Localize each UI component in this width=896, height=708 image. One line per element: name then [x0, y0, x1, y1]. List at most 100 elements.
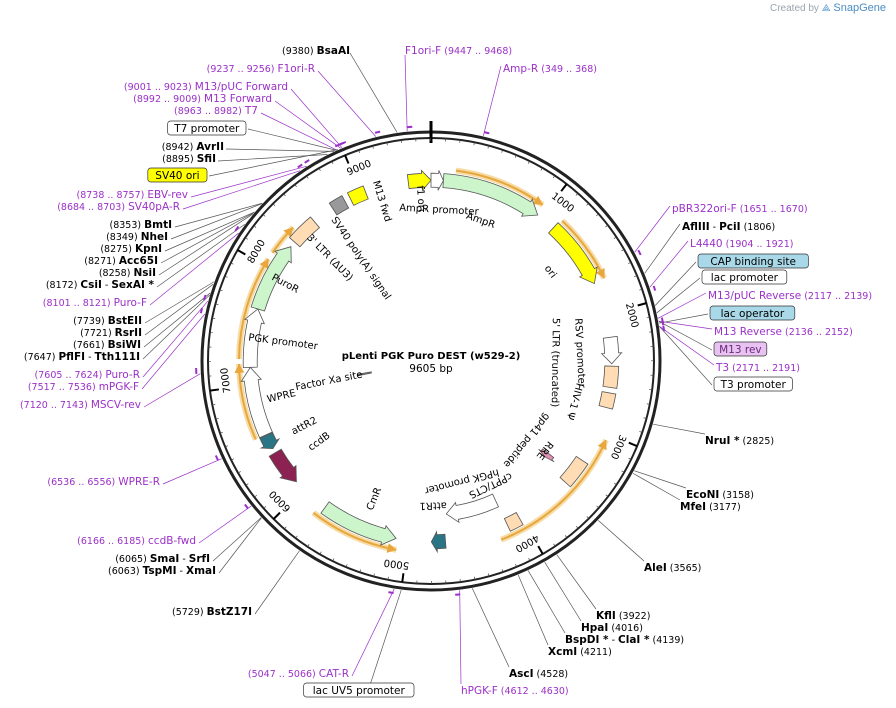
primer-name: mPGK-F: [99, 381, 139, 393]
snapgene-logo-icon: ⟁: [821, 3, 831, 14]
leader-34: [517, 574, 549, 646]
enzyme-name: XcmI: [548, 646, 577, 658]
coordinate: (3158): [719, 490, 754, 501]
box-46: [709, 305, 796, 321]
box-label-48: lac promoter: [711, 272, 779, 284]
label-leaders: [141, 52, 715, 686]
coordinate: (4016): [608, 623, 643, 634]
primer-label-1: (9237 .. 9256) F1ori-R: [207, 63, 315, 75]
coordinate: (7517 .. 7536): [28, 382, 99, 393]
box-42: [713, 376, 793, 392]
leader-17: [149, 232, 239, 306]
primer-label-22: (7605 .. 7624) Puro-R: [35, 369, 140, 381]
primer-label-52: pBR322ori-F (1651 .. 1670): [672, 203, 808, 215]
enzyme-name: AflIII: [682, 221, 710, 233]
leader-12: [170, 203, 262, 240]
primer-mark-8: [388, 591, 394, 594]
site-label-15: (8258) NsiI: [99, 267, 156, 279]
minor-tick: [605, 224, 609, 228]
coordinate: (8271): [84, 256, 119, 267]
coordinate: (3922): [616, 611, 651, 622]
coordinate: -: [609, 635, 618, 646]
enzyme-name: SexAI *: [111, 279, 154, 291]
minor-tick: [224, 275, 228, 278]
leader-2: [290, 88, 343, 149]
coordinate: (2171 .. 2191): [729, 363, 800, 374]
leader-45: [658, 320, 713, 330]
leader-19: [144, 284, 214, 336]
feature-ampr: [442, 173, 539, 217]
primer-mark-7: [662, 325, 666, 332]
primer-name: SV40pA-R: [128, 201, 180, 213]
plasmid-name: pLenti PGK Puro DEST (w529-2): [342, 351, 521, 362]
minor-tick: [284, 526, 287, 530]
minor-tick: [501, 149, 503, 153]
coordinate: (8942): [162, 142, 197, 153]
minor-tick: [262, 214, 266, 217]
minor-tick: [387, 576, 389, 580]
primer-mark-9: [455, 593, 461, 596]
primer-label-32: hPGK-F (4612 .. 4630): [461, 685, 569, 697]
leader-37: [556, 554, 597, 610]
coordinate: -: [710, 222, 719, 233]
coordinate: (8349): [106, 232, 141, 243]
orf-arrow-4: [234, 363, 245, 374]
tick-label-6000: 6000: [267, 488, 293, 514]
enzyme-name: NruI *: [705, 435, 740, 447]
coordinate: (8101 .. 8121): [43, 298, 114, 309]
primer-label-17: (8101 .. 8121) Puro-F: [43, 297, 147, 309]
box-label-46: lac operator: [721, 308, 785, 320]
coordinate: (8353): [110, 220, 145, 231]
feature-label-factorxa: Factor Xa site: [295, 369, 364, 393]
coordinate: -: [177, 566, 186, 577]
primer-mark-11: [214, 455, 220, 461]
leader-18: [144, 281, 215, 324]
leader-5: [247, 128, 337, 151]
coordinate: (7120 .. 7143): [20, 400, 91, 411]
minor-tick: [319, 551, 322, 555]
enzyme-name: PciI: [719, 221, 740, 233]
minor-tick: [212, 317, 216, 319]
tick-2000: [637, 302, 647, 307]
leader-51: [644, 223, 681, 274]
leader-13: [164, 211, 255, 252]
feature-label-attr1: attR1: [419, 499, 446, 510]
minor-tick: [253, 225, 257, 228]
feature-label-puror: PuroR: [270, 272, 301, 295]
feature-rsv: [600, 335, 623, 365]
enzyme-name: NsiI: [133, 267, 156, 279]
primer-name: M13/pUC Forward: [195, 81, 288, 93]
coordinate: -: [102, 280, 111, 291]
primer-name: M13 Reverse: [714, 326, 782, 338]
enzyme-name: RsrII: [115, 327, 142, 339]
minor-tick: [634, 275, 638, 278]
minor-tick: [643, 417, 647, 419]
enzyme-name: MfeI: [680, 501, 706, 513]
feature-attr2: [259, 432, 281, 450]
feature-hpgk: [445, 493, 500, 524]
enzyme-name: PflFI: [58, 351, 85, 363]
primer-mark-14: [203, 294, 207, 301]
leader-10: [182, 170, 301, 210]
tick-9000: [344, 154, 350, 164]
minor-tick: [263, 506, 267, 509]
primer-label-45: M13 Reverse (2136 .. 2152): [714, 326, 853, 338]
enzyme-name: HpaI: [581, 622, 608, 634]
primer-mark-15: [234, 225, 240, 232]
feature-cmr: [320, 501, 397, 546]
leader-35: [527, 570, 566, 634]
primer-label-30: (5047 .. 5066) CAT-R: [248, 668, 349, 680]
site-label-37: KflI (3922): [596, 610, 650, 622]
feature-gp41: [538, 448, 555, 463]
coordinate: (8275): [100, 244, 135, 255]
snapgene-credit: Created by ⟁ SnapGene: [770, 2, 886, 14]
box-44: [713, 341, 768, 357]
leader-20: [143, 292, 211, 348]
minor-tick: [596, 505, 600, 509]
primer-name: M13 Forward: [204, 93, 272, 105]
leader-23: [141, 313, 206, 390]
coordinate: (4139): [649, 635, 684, 646]
coordinate: (9380): [282, 46, 317, 57]
minor-tick: [307, 543, 310, 547]
